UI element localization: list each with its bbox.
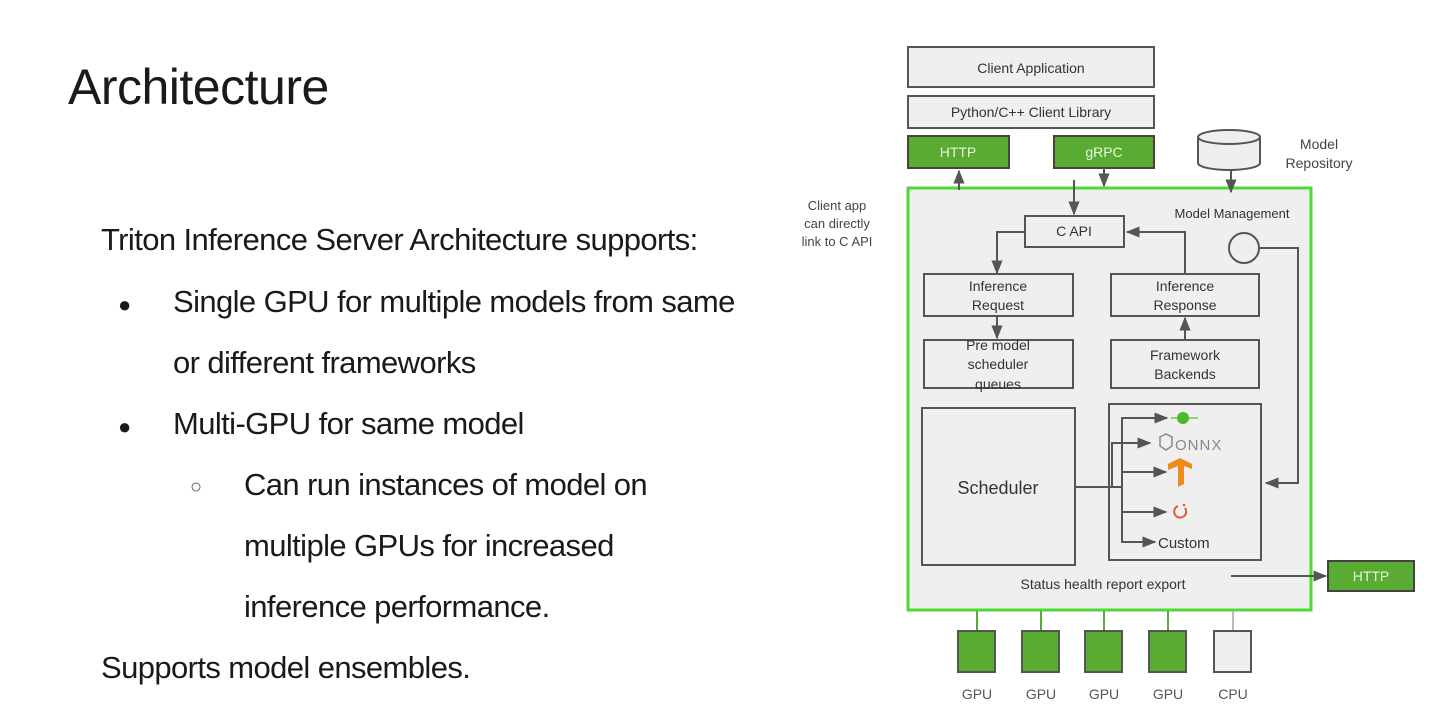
client-application-box: Client Application bbox=[907, 46, 1155, 88]
sub-bullet-line-1: Can run instances of model on bbox=[244, 467, 648, 502]
framework-backends-label: Backends bbox=[1154, 366, 1215, 382]
footer-text: Supports model ensembles. bbox=[101, 650, 471, 685]
tensorrt-icon bbox=[1171, 412, 1198, 424]
scheduler-label: Scheduler bbox=[957, 478, 1038, 498]
inference-response-label: Response bbox=[1153, 297, 1216, 313]
model-management-icon bbox=[1228, 232, 1260, 264]
pre-model-queues-label: queues bbox=[975, 376, 1021, 392]
client-note: can directly bbox=[804, 216, 870, 231]
client-application-label: Client Application bbox=[977, 60, 1084, 76]
model-repository-icon bbox=[1197, 129, 1261, 171]
pre-model-queues-box: Pre model scheduler queues bbox=[923, 337, 1074, 392]
http-out-box: HTTP bbox=[1327, 560, 1415, 592]
model-repository-label: Model bbox=[1300, 136, 1338, 152]
sub-bullet-circle: ○ bbox=[190, 476, 203, 498]
arrow-c-api-to-request bbox=[991, 231, 1025, 275]
framework-backends-box: Framework Backends bbox=[1110, 339, 1260, 389]
device-label: GPU bbox=[1026, 686, 1056, 702]
custom-backend-label: Custom bbox=[1158, 535, 1210, 552]
bullet-dot: ● bbox=[118, 414, 132, 439]
client-note: Client app bbox=[808, 198, 867, 213]
scheduler-dispatch-arrows bbox=[1075, 412, 1169, 548]
gpu-device: GPU bbox=[1148, 611, 1187, 702]
arrow-model-management-to-backends bbox=[1259, 247, 1299, 489]
bullet-1-line-2: or different frameworks bbox=[173, 345, 476, 380]
arrow-response-to-c-api bbox=[1125, 226, 1186, 273]
device-label: GPU bbox=[1089, 686, 1119, 702]
client-library-label: Python/C++ Client Library bbox=[951, 104, 1111, 120]
http-in-box: HTTP bbox=[907, 135, 1010, 169]
pytorch-icon bbox=[1173, 503, 1188, 519]
bullet-1-line-1: Single GPU for multiple models from same bbox=[173, 284, 735, 319]
scheduler-box: Scheduler bbox=[921, 407, 1076, 566]
device-label: GPU bbox=[1153, 686, 1183, 702]
bullet-dot: ● bbox=[118, 292, 132, 317]
http-out-label: HTTP bbox=[1353, 568, 1390, 584]
framework-backends-label: Framework bbox=[1150, 347, 1221, 363]
inference-request-box: Inference Request bbox=[923, 273, 1074, 317]
tensorflow-icon bbox=[1168, 458, 1192, 487]
gpu-device: GPU bbox=[1021, 611, 1060, 702]
sub-bullet-line-3: inference performance. bbox=[244, 589, 550, 624]
client-library-box: Python/C++ Client Library bbox=[907, 95, 1155, 129]
inference-request-label: Request bbox=[972, 297, 1024, 313]
onnx-label: ONNX bbox=[1175, 437, 1222, 454]
c-api-label: C API bbox=[1056, 223, 1092, 239]
device-label: CPU bbox=[1218, 686, 1248, 702]
status-export-label: Status health report export bbox=[1021, 576, 1186, 592]
client-note: link to C API bbox=[802, 234, 873, 249]
model-management-label: Model Management bbox=[1175, 206, 1290, 221]
pre-model-queues-label: Pre model bbox=[966, 337, 1030, 353]
gpu-device: GPU bbox=[1084, 611, 1123, 702]
pre-model-queues-label: scheduler bbox=[968, 356, 1029, 372]
onnx-icon bbox=[1159, 433, 1173, 451]
inference-request-label: Inference bbox=[969, 278, 1028, 294]
model-repository-label: Repository bbox=[1286, 155, 1353, 171]
intro-text: Triton Inference Server Architecture sup… bbox=[101, 222, 698, 257]
http-in-label: HTTP bbox=[940, 144, 977, 160]
grpc-label: gRPC bbox=[1085, 144, 1122, 160]
bullet-2-line-1: Multi-GPU for same model bbox=[173, 406, 524, 441]
gpu-device: GPU bbox=[957, 611, 996, 702]
backends-box bbox=[1108, 403, 1262, 561]
c-api-box: C API bbox=[1024, 215, 1125, 248]
slide-title: Architecture bbox=[68, 59, 329, 115]
cpu-device: CPU bbox=[1213, 611, 1252, 702]
inference-response-label: Inference bbox=[1156, 278, 1215, 294]
sub-bullet-line-2: multiple GPUs for increased bbox=[244, 528, 614, 563]
device-label: GPU bbox=[962, 686, 992, 702]
grpc-box: gRPC bbox=[1053, 135, 1155, 169]
inference-response-box: Inference Response bbox=[1110, 273, 1260, 317]
